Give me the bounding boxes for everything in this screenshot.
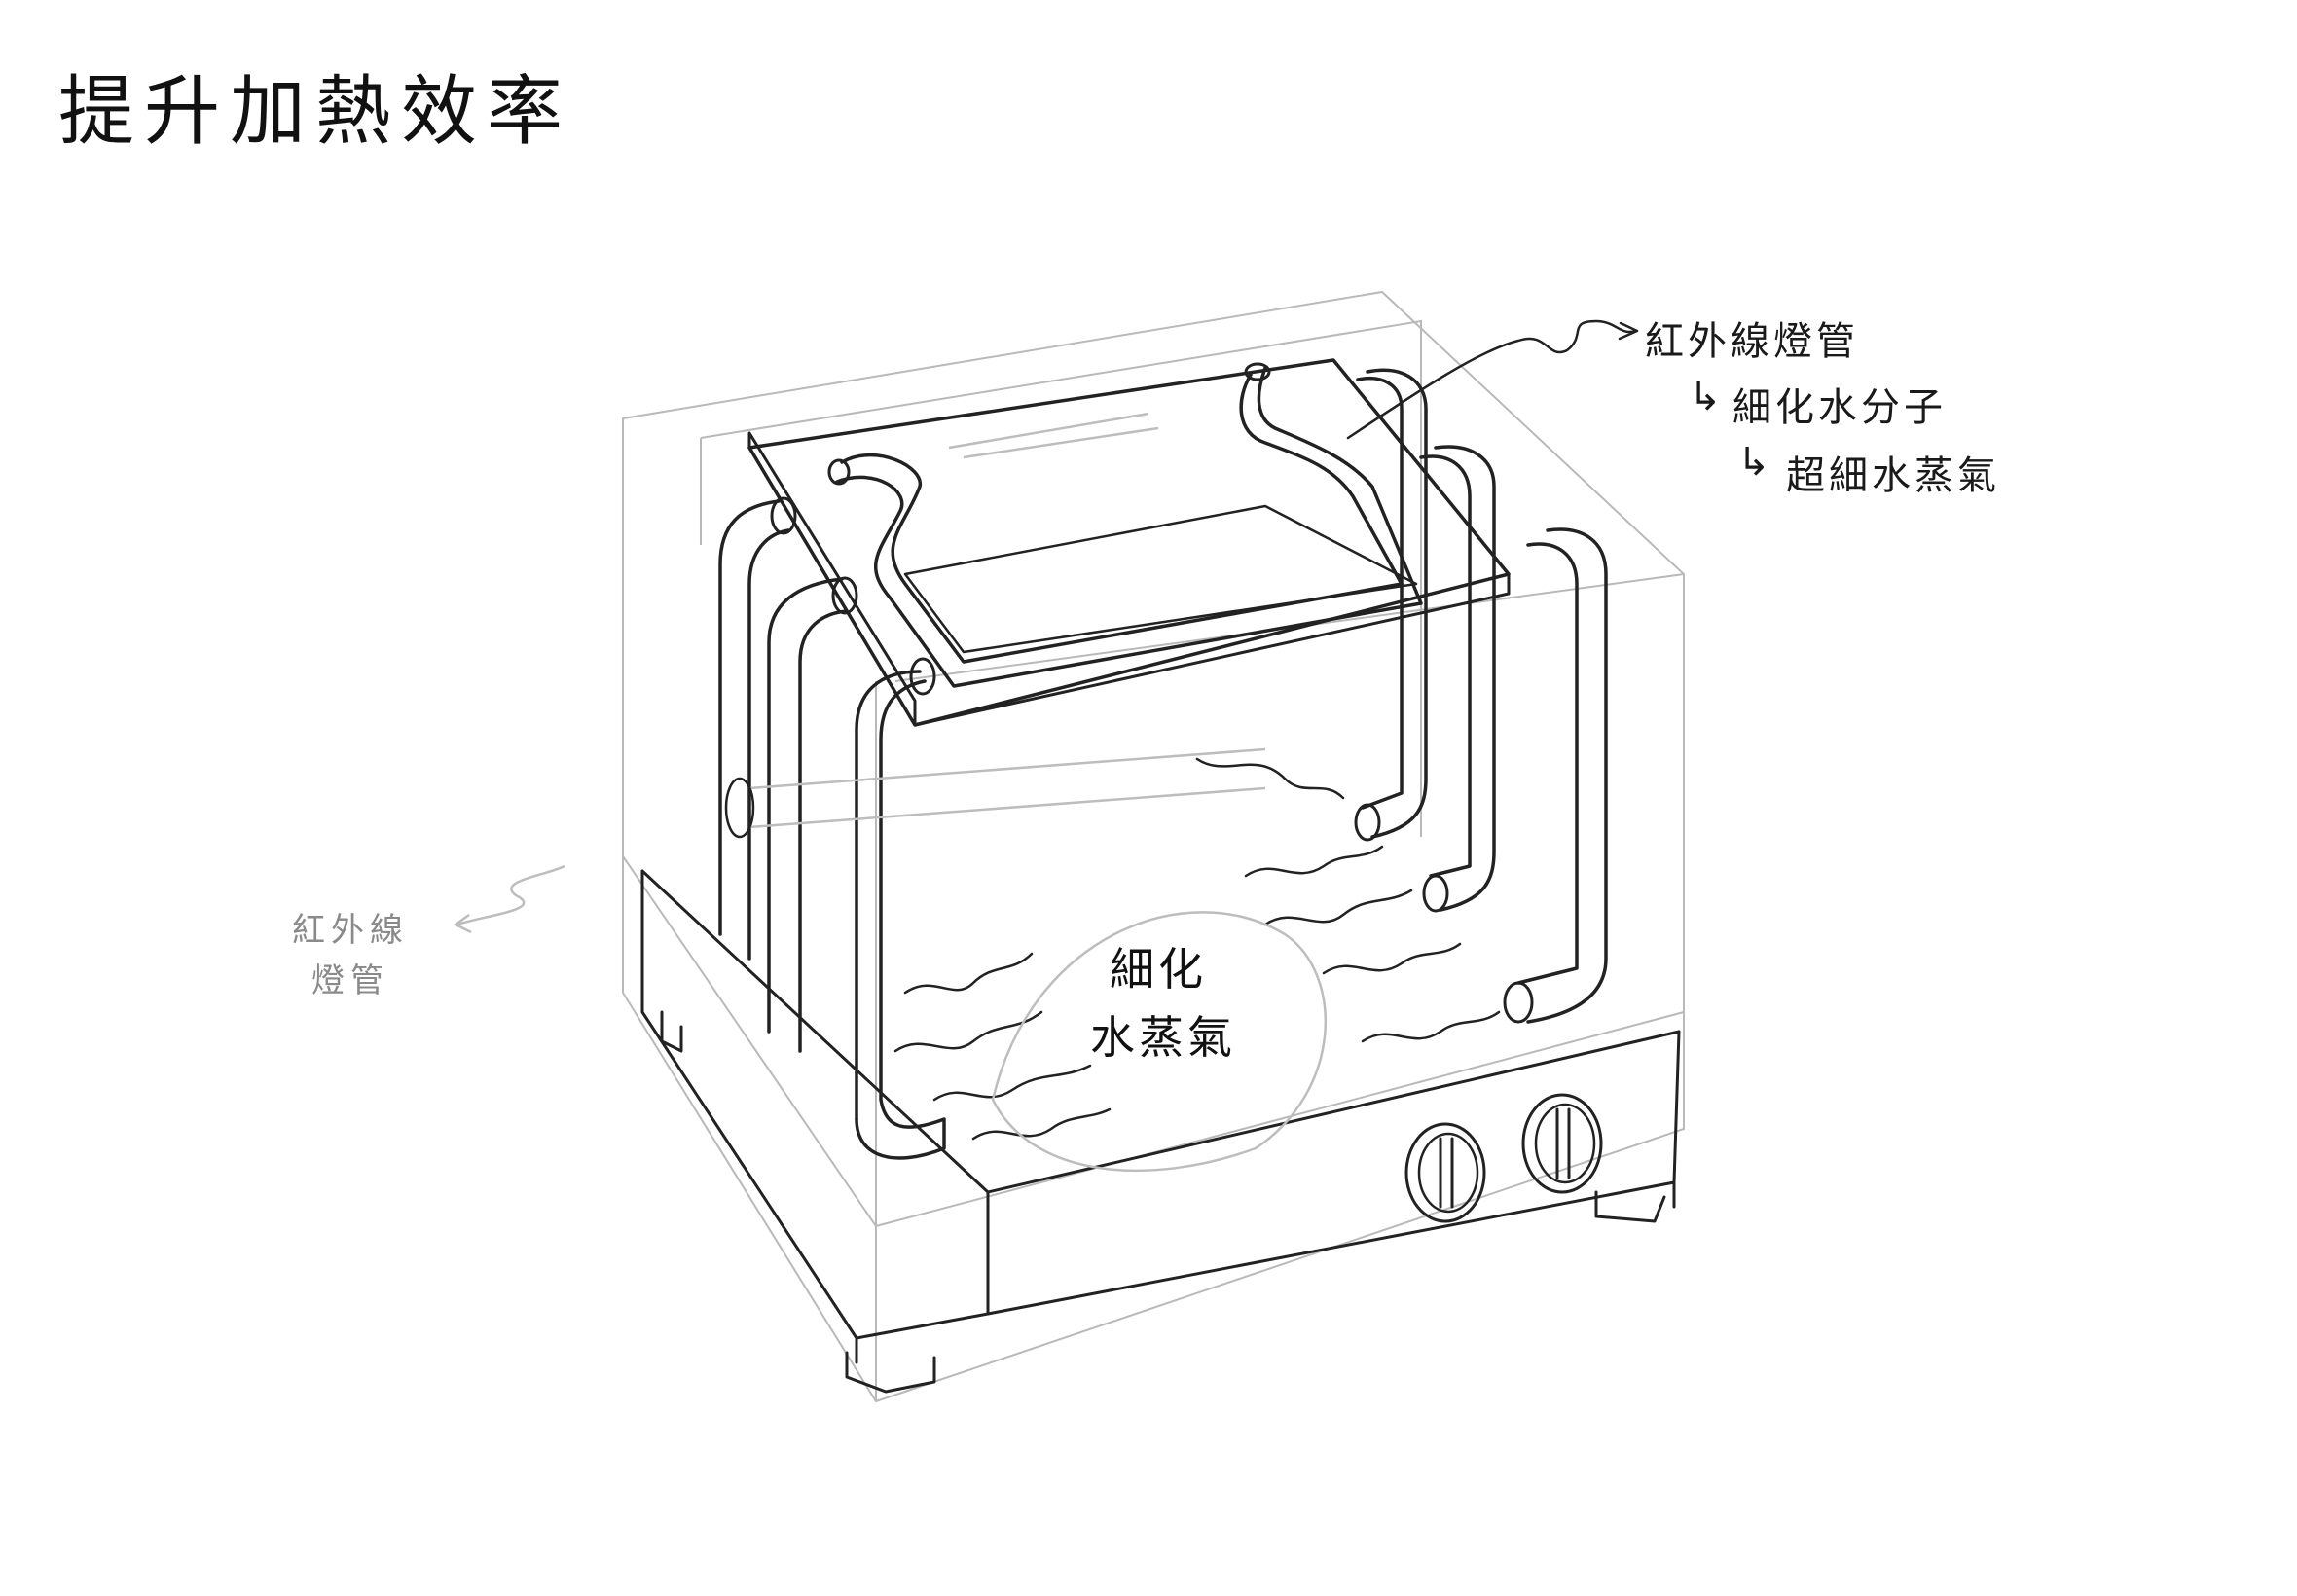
step-2-label: 超細水蒸氣 [1786,453,2000,498]
knob-left [1404,1122,1486,1223]
top-tray [747,358,1511,727]
callout-line-left [453,864,565,934]
steam-wisps [893,757,1501,1173]
page-title: 提升加熱效率 [58,68,573,156]
callout-line-main [1346,319,1639,440]
heating-tubes-vertical [718,368,1608,1160]
center-label-line1: 細化 [1110,943,1207,996]
left-callout-label-line2: 燈管 [311,961,389,1000]
step-1-label: 細化水分子 [1732,385,1947,430]
construction-guides [622,290,1685,1403]
main-callout-label: 紅外線燈管 [1645,319,1859,364]
knob-right [1521,1093,1603,1194]
curved-arrow-icon: ↳ [1689,375,1722,419]
left-callout-label-line1: 紅外線 [292,911,409,950]
curved-arrow-icon: ↳ [1737,440,1770,485]
heating-tube-top [827,362,1423,688]
oven-base [640,869,1681,1394]
center-label-line2: 水蒸氣 [1090,1011,1236,1064]
